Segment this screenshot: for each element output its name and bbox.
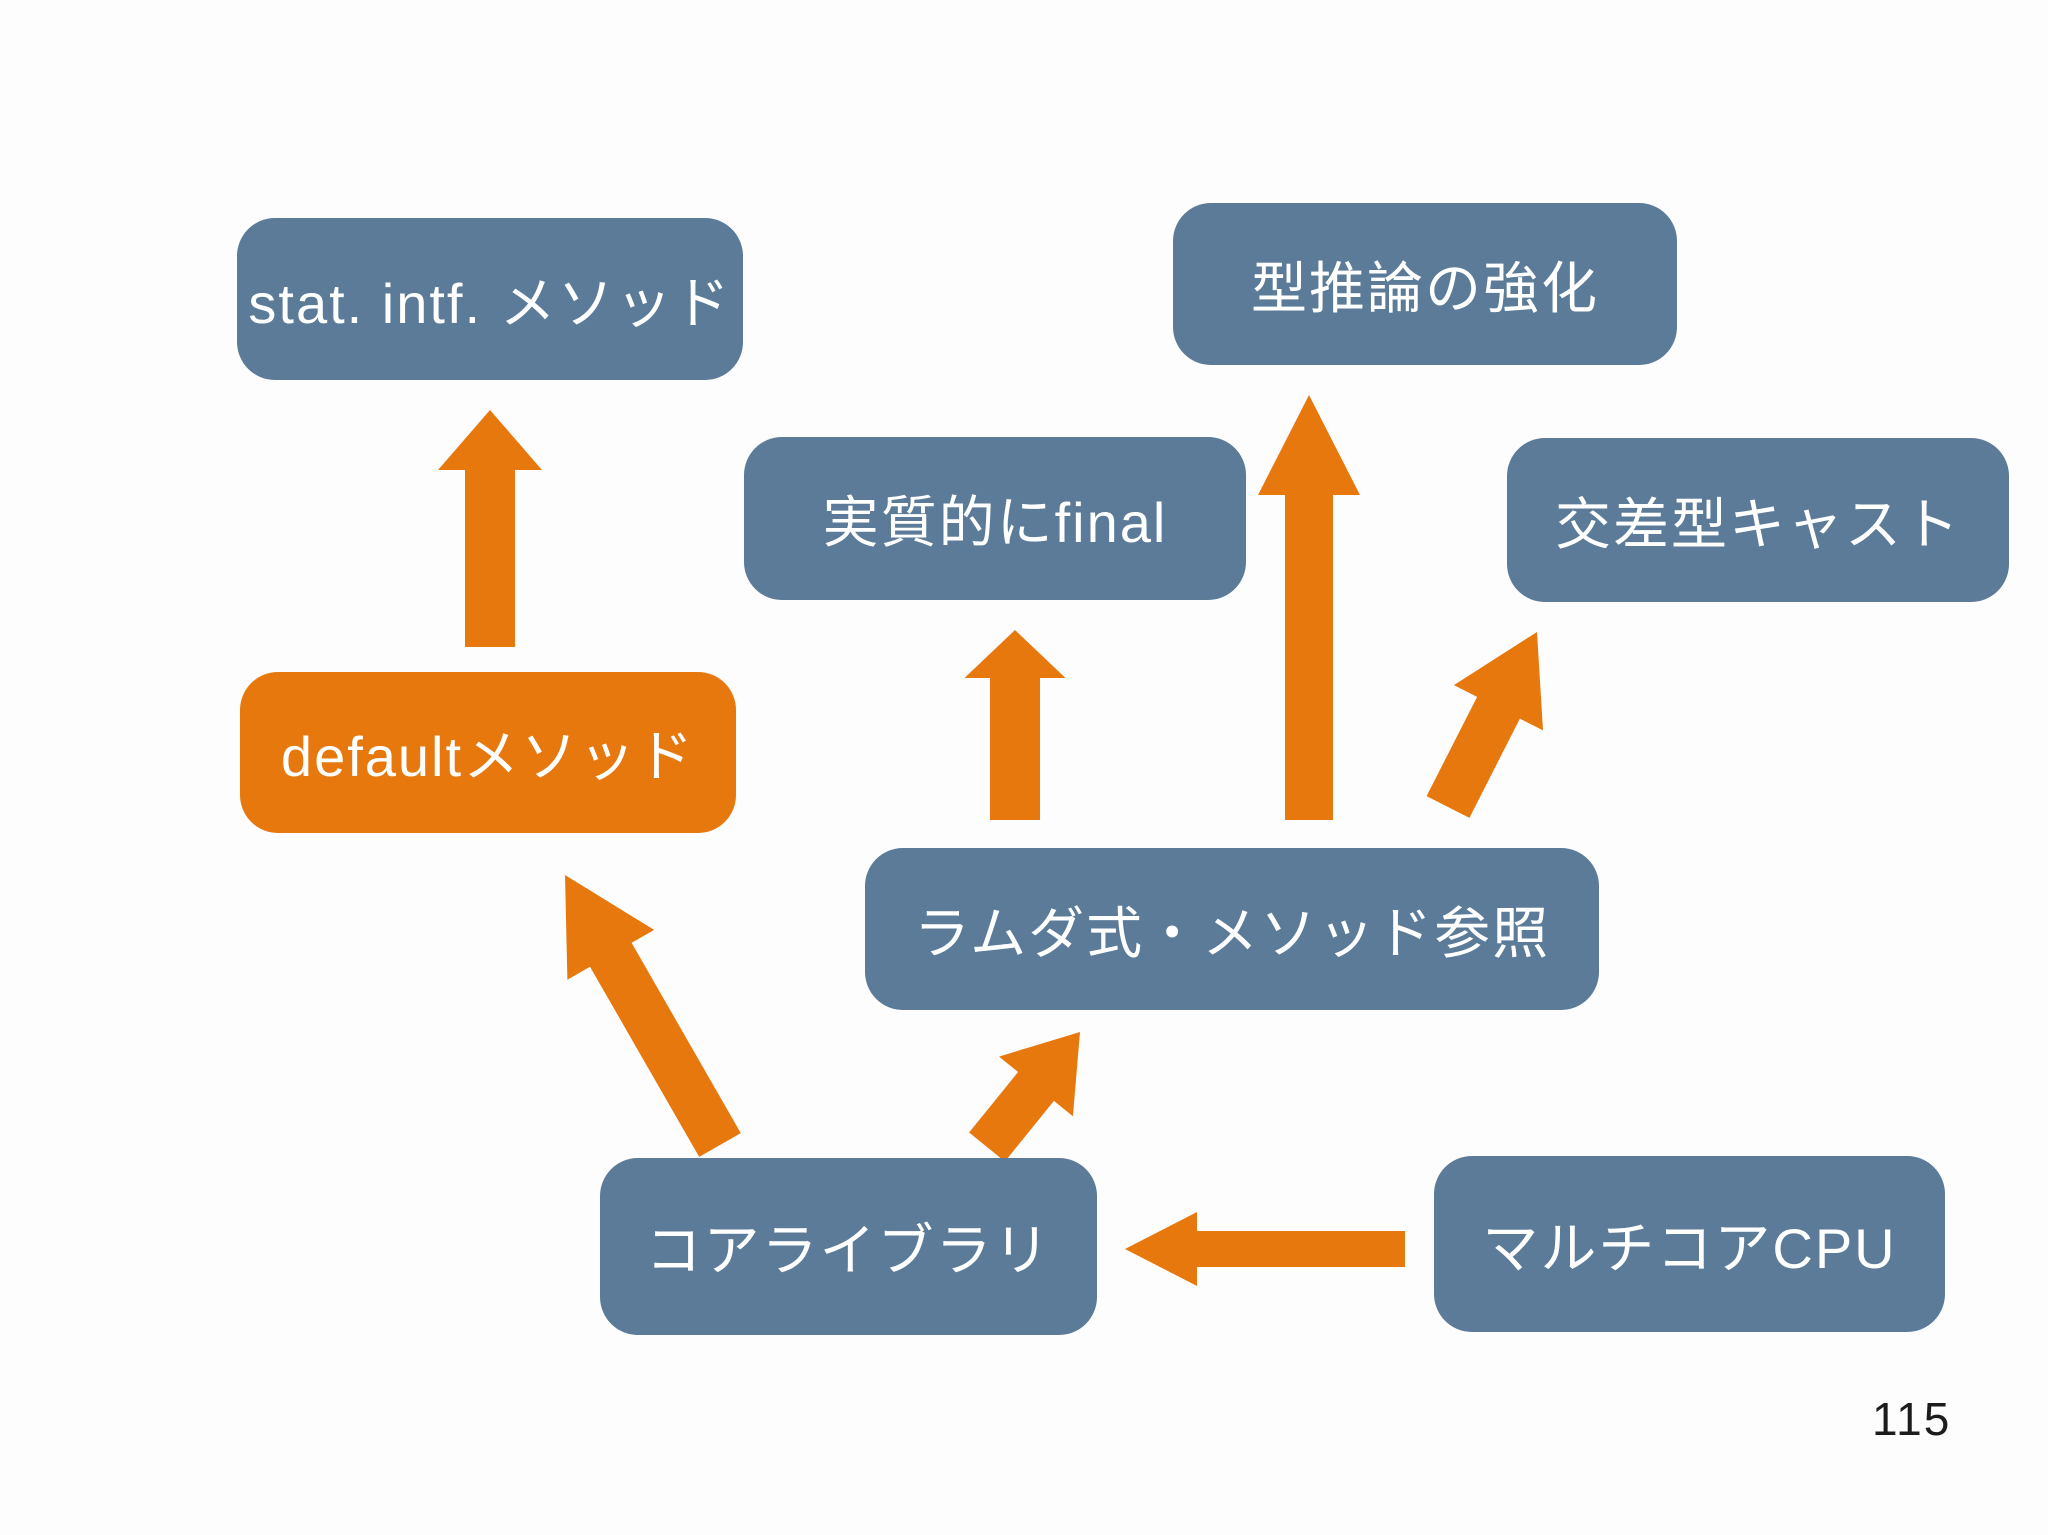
- node-default-method: defaultメソッド: [240, 672, 736, 833]
- arrow-lambda-to-type-inference: [1258, 395, 1360, 820]
- arrow-default-to-stat-intf: [438, 410, 542, 647]
- node-stat-intf-method: stat. intf. メソッド: [237, 218, 743, 380]
- arrow-lambda-to-intersection-cast: [1426, 632, 1543, 818]
- node-multicore-cpu: マルチコアCPU: [1434, 1156, 1945, 1332]
- node-core-library: コアライブラリ: [600, 1158, 1097, 1335]
- page-number: 115: [1872, 1393, 1952, 1445]
- arrow-core-to-default: [565, 875, 741, 1157]
- node-intersection-cast: 交差型キャスト: [1507, 438, 2009, 602]
- arrow-cpu-to-core: [1125, 1212, 1405, 1286]
- node-effectively-final: 実質的にfinal: [744, 437, 1246, 600]
- arrow-lambda-to-effectively-final: [964, 630, 1066, 820]
- arrow-core-to-lambda: [969, 1032, 1080, 1162]
- node-type-inference: 型推論の強化: [1173, 203, 1677, 365]
- node-lambda-method-ref: ラムダ式・メソッド参照: [865, 848, 1599, 1010]
